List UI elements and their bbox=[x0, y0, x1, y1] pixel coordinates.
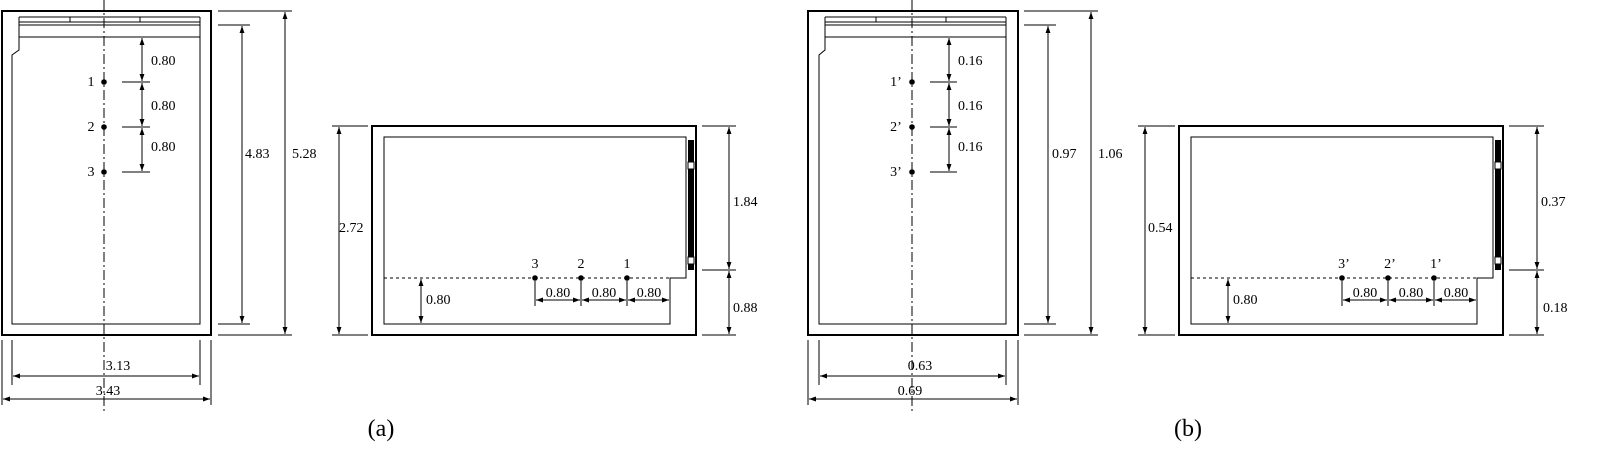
plan-view-b: 1’ 2’ 3’ 0.16 0.16 0.16 0.97 1.06 bbox=[807, 0, 1123, 412]
section-inner-wall bbox=[1190, 136, 1494, 325]
point-label: 1 bbox=[88, 75, 95, 90]
point-label: 3’ bbox=[1338, 257, 1350, 272]
gate-roller bbox=[687, 256, 695, 265]
dimension-label: 1.84 bbox=[733, 195, 758, 210]
point-label: 1’ bbox=[890, 75, 902, 90]
spacing-label: 0.16 bbox=[958, 140, 983, 155]
point-label: 3 bbox=[88, 165, 95, 180]
point-label: 2’ bbox=[890, 120, 902, 135]
dimension-label: 2.72 bbox=[339, 221, 364, 236]
dimension-label: 0.97 bbox=[1052, 147, 1077, 162]
plan-outer-wall bbox=[1, 10, 212, 336]
measuring-point bbox=[909, 79, 915, 85]
spacing-label: 0.80 bbox=[637, 286, 662, 301]
dimension-label: 0.54 bbox=[1148, 221, 1173, 236]
panel-caption: (b) bbox=[1174, 416, 1202, 442]
section-outer-wall bbox=[371, 125, 697, 336]
measuring-point bbox=[1385, 275, 1391, 281]
dimension-label: 1.06 bbox=[1098, 147, 1123, 162]
dimension-label: 0.69 bbox=[898, 384, 923, 399]
panel-b: 1’ 2’ 3’ 0.16 0.16 0.16 0.97 1.06 bbox=[807, 0, 1568, 442]
point-label: 3’ bbox=[890, 165, 902, 180]
measuring-point bbox=[909, 124, 915, 130]
panel-caption: (a) bbox=[368, 416, 395, 442]
spacing-label: 0.80 bbox=[151, 99, 176, 114]
measuring-point bbox=[532, 275, 538, 281]
measuring-point bbox=[624, 275, 630, 281]
measuring-point bbox=[1339, 275, 1345, 281]
dimension-label: 0.37 bbox=[1541, 195, 1566, 210]
gate-roller bbox=[1494, 161, 1502, 170]
measuring-point bbox=[909, 169, 915, 175]
measuring-point bbox=[1431, 275, 1437, 281]
gate bbox=[1495, 140, 1501, 270]
spacing-label: 0.80 bbox=[546, 286, 571, 301]
spacing-label: 0.80 bbox=[1444, 286, 1469, 301]
gate-roller bbox=[687, 161, 695, 170]
dimension-label: 0.80 bbox=[426, 293, 451, 308]
point-label: 2 bbox=[578, 257, 585, 272]
measuring-point bbox=[101, 169, 107, 175]
section-inner-wall bbox=[383, 136, 687, 325]
section-view-b: 3’ 2’ 1’ 0.80 0.80 0.80 0.80 0.54 0.37 bbox=[1138, 125, 1568, 336]
dimension-label: 0.18 bbox=[1543, 301, 1568, 316]
spacing-label: 0.16 bbox=[958, 99, 983, 114]
point-label: 3 bbox=[532, 257, 539, 272]
dimension-label: 5.28 bbox=[292, 147, 317, 162]
dimension-label: 3.43 bbox=[96, 384, 121, 399]
measuring-point bbox=[578, 275, 584, 281]
dimension-label: 0.63 bbox=[908, 359, 933, 374]
point-label: 1 bbox=[624, 257, 631, 272]
gate-roller bbox=[1494, 256, 1502, 265]
panel-a: 1 2 3 0.80 0.80 0.80 4.83 5.28 bbox=[1, 0, 758, 442]
dimension-label: 0.80 bbox=[1233, 293, 1258, 308]
measuring-point bbox=[101, 124, 107, 130]
point-label: 2 bbox=[88, 120, 95, 135]
dimension-label: 3.13 bbox=[106, 359, 131, 374]
spacing-label: 0.80 bbox=[1399, 286, 1424, 301]
plan-outer-wall bbox=[807, 10, 1019, 336]
spacing-label: 0.80 bbox=[1353, 286, 1378, 301]
dimension-label: 0.88 bbox=[733, 301, 758, 316]
point-label: 2’ bbox=[1384, 257, 1396, 272]
spacing-label: 0.80 bbox=[151, 54, 176, 69]
section-view-a: 3 2 1 0.80 0.80 0.80 0.80 2.72 bbox=[332, 125, 758, 336]
measuring-point bbox=[101, 79, 107, 85]
dimension-label: 4.83 bbox=[245, 147, 270, 162]
spacing-label: 0.80 bbox=[592, 286, 617, 301]
spacing-label: 0.80 bbox=[151, 140, 176, 155]
spacing-label: 0.16 bbox=[958, 54, 983, 69]
plan-view-a: 1 2 3 0.80 0.80 0.80 4.83 5.28 bbox=[1, 0, 317, 412]
gate bbox=[688, 140, 694, 270]
point-label: 1’ bbox=[1430, 257, 1442, 272]
section-outer-wall bbox=[1178, 125, 1504, 336]
